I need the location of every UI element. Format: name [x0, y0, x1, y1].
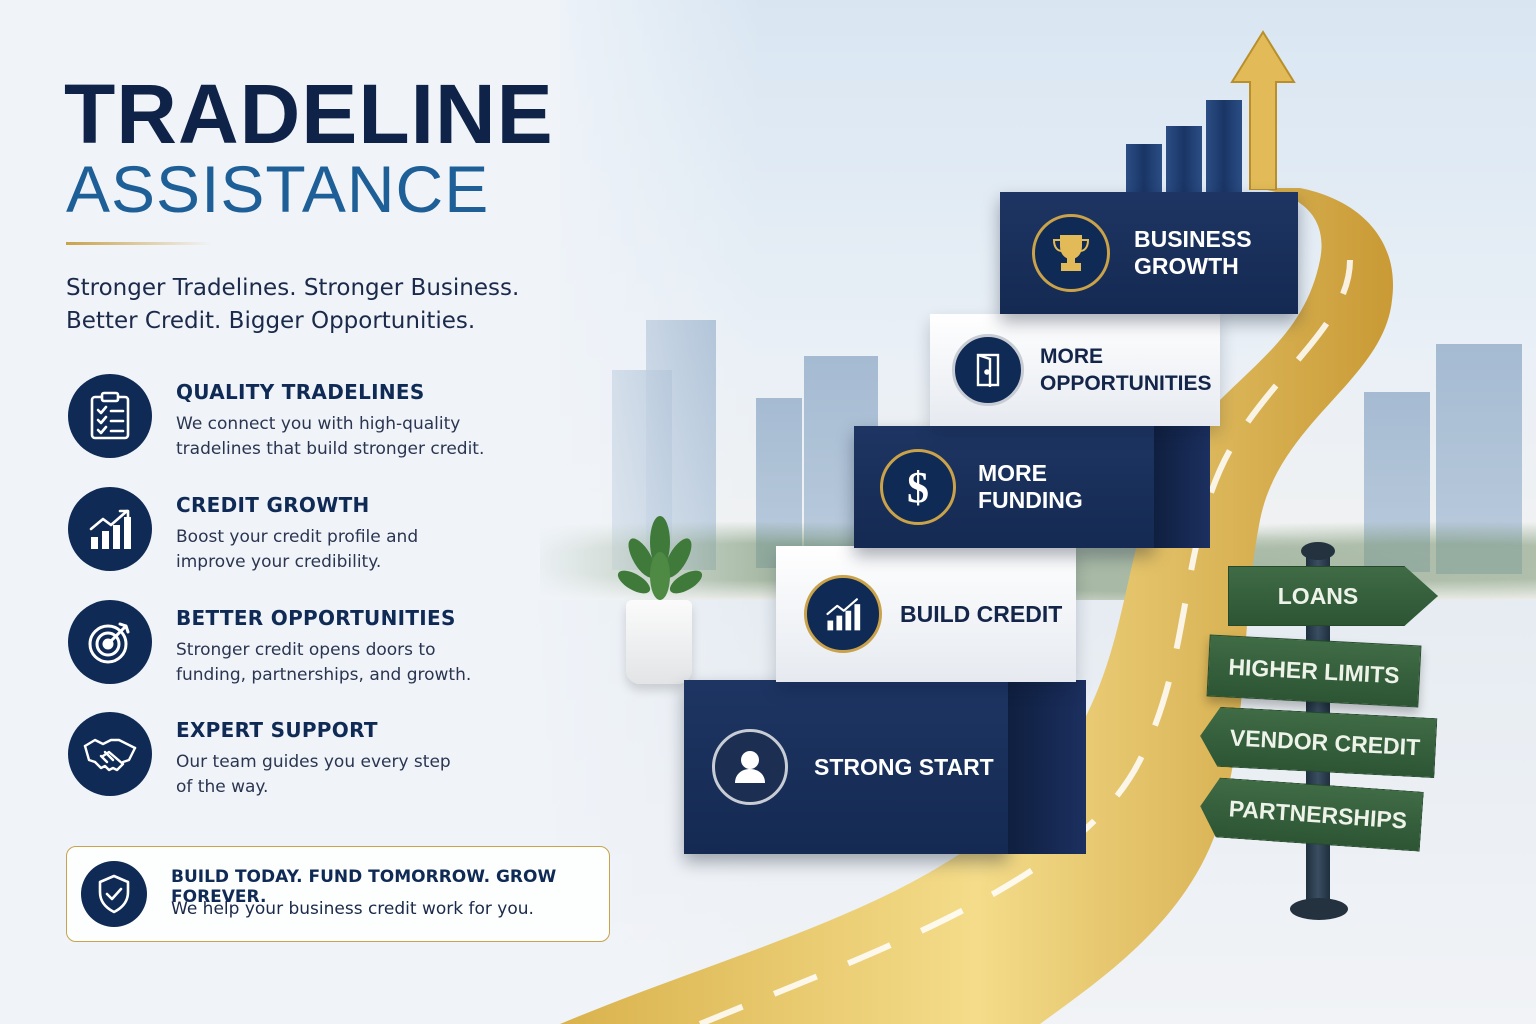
- plant-pot: [626, 600, 692, 684]
- title-line-2: ASSISTANCE: [66, 152, 490, 226]
- callout-box: BUILD TODAY. FUND TOMORROW. GROW FOREVER…: [66, 846, 610, 942]
- feature-title: BETTER OPPORTUNITIES: [176, 606, 456, 630]
- feature-title: CREDIT GROWTH: [176, 493, 370, 517]
- sign-vendor-credit: VENDOR CREDIT: [1199, 706, 1438, 778]
- callout-text: We help your business credit work for yo…: [171, 899, 534, 919]
- growth-chart-icon: [804, 575, 882, 653]
- step-label: BUILD CREDIT: [900, 600, 1063, 627]
- growth-bar: [1206, 100, 1242, 192]
- handshake-icon: [68, 712, 152, 796]
- shield-check-icon: [81, 861, 147, 927]
- feature-quality-tradelines: QUALITY TRADELINES We connect you with h…: [68, 374, 528, 464]
- feature-title: EXPERT SUPPORT: [176, 718, 378, 742]
- step-label: STRONG START: [814, 753, 994, 780]
- tagline-line-1: Stronger Tradelines. Stronger Business.: [66, 275, 520, 301]
- signpost-base: [1290, 898, 1348, 920]
- trophy-icon: [1032, 214, 1110, 292]
- tagline: Stronger Tradelines. Stronger Business. …: [66, 272, 519, 338]
- target-icon: [68, 600, 152, 684]
- callout-heading: BUILD TODAY. FUND TOMORROW. GROW FOREVER…: [171, 867, 557, 907]
- door-icon: [952, 334, 1024, 406]
- feature-expert-support: EXPERT SUPPORT Our team guides you every…: [68, 712, 528, 802]
- sign-loans: LOANS: [1228, 566, 1438, 626]
- growth-chart-icon: [68, 487, 152, 571]
- tagline-line-2: Better Credit. Bigger Opportunities.: [66, 308, 476, 334]
- step-side: [1154, 426, 1210, 548]
- clipboard-checklist-icon: [68, 374, 152, 458]
- step-side: [1008, 680, 1086, 854]
- signpost-cap: [1301, 542, 1335, 560]
- feature-better-opportunities: BETTER OPPORTUNITIES Stronger credit ope…: [68, 600, 528, 690]
- feature-credit-growth: CREDIT GROWTH Boost your credit profile …: [68, 487, 528, 577]
- growth-bar: [1166, 126, 1202, 192]
- step-build-credit: BUILD CREDIT: [776, 546, 1076, 682]
- feature-title: QUALITY TRADELINES: [176, 380, 425, 404]
- plant-leaves: [617, 516, 703, 600]
- user-icon: [712, 729, 788, 805]
- step-strong-start: STRONG START: [684, 680, 1008, 854]
- title-line-1: TRADELINE: [64, 67, 554, 161]
- sign-higher-limits: HIGHER LIMITS: [1206, 634, 1422, 708]
- growth-bar: [1126, 144, 1162, 192]
- up-arrow-icon: [1230, 30, 1296, 190]
- title-divider: [66, 242, 212, 245]
- dollar-icon: $: [880, 449, 956, 525]
